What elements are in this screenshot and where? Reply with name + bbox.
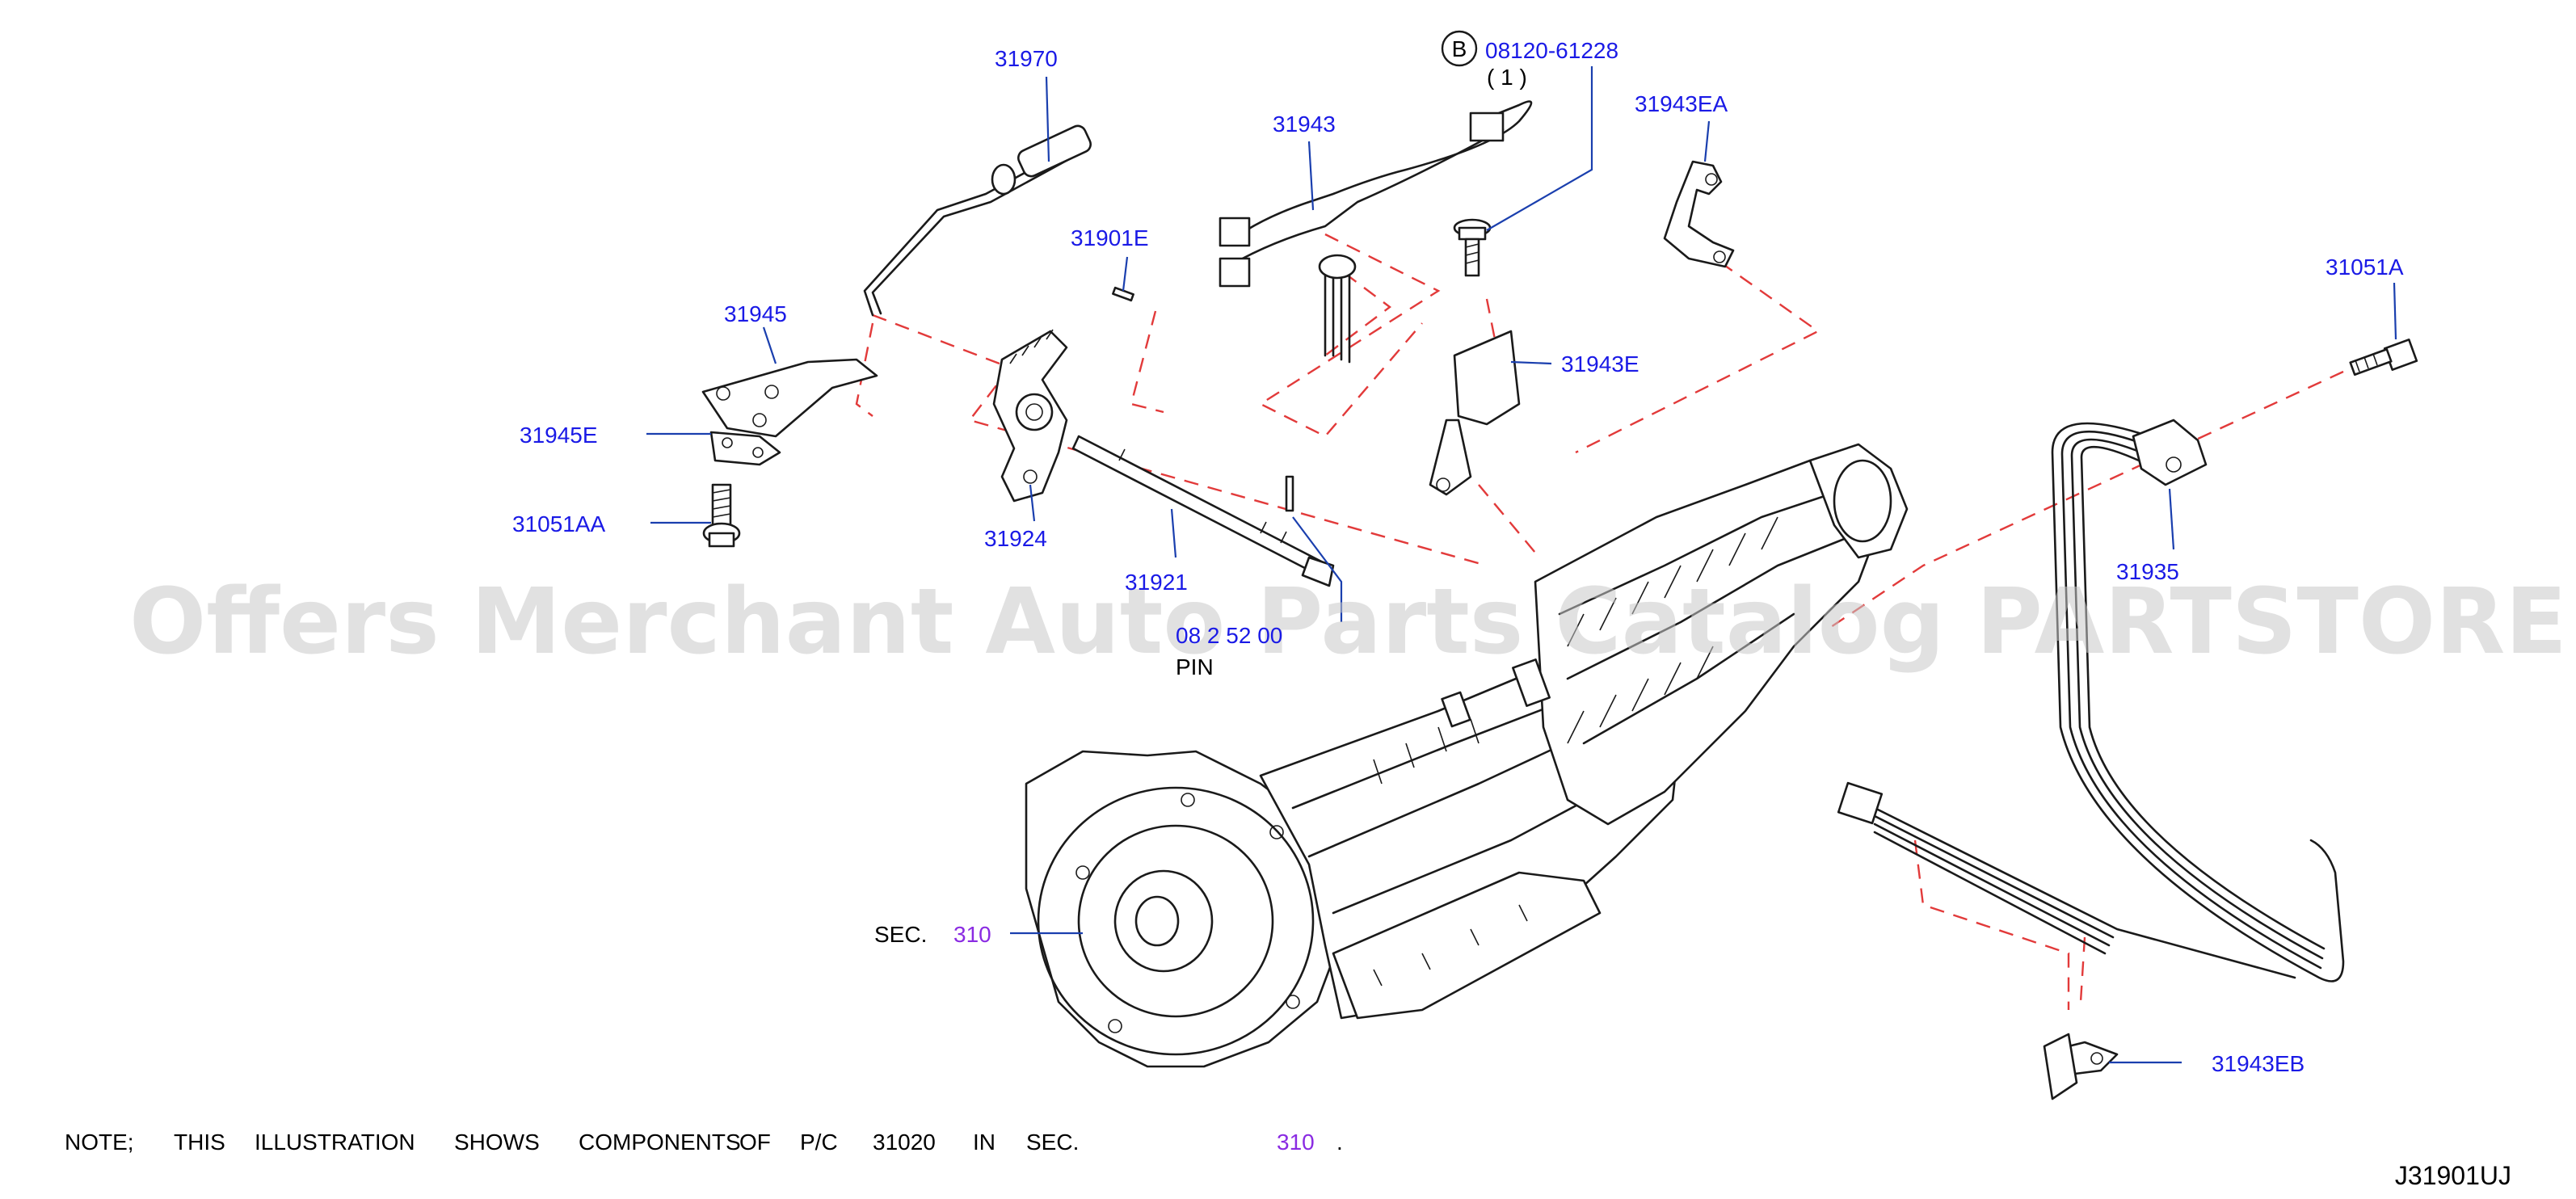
badge-letter: B bbox=[1452, 36, 1467, 61]
part-31921-shaft[interactable] bbox=[1071, 435, 1335, 587]
label-qty: ( 1 ) bbox=[1487, 65, 1527, 90]
part-31945-bracket[interactable] bbox=[701, 358, 878, 438]
transmission-assembly bbox=[1025, 443, 1909, 1068]
part-31943EA-bracket[interactable] bbox=[1663, 160, 1735, 268]
label-31943EB[interactable]: 31943EB bbox=[2212, 1051, 2305, 1076]
note-word: 31020 bbox=[873, 1130, 936, 1155]
label-31051A[interactable]: 31051A bbox=[2326, 255, 2404, 280]
part-31945E-plate[interactable] bbox=[709, 431, 781, 466]
label-31945[interactable]: 31945 bbox=[724, 301, 787, 326]
note-word: IN bbox=[973, 1130, 995, 1155]
sec-prefix: SEC. bbox=[874, 922, 927, 947]
note-word: OF bbox=[739, 1130, 771, 1155]
label-31945E[interactable]: 31945E bbox=[520, 423, 598, 448]
note-period: . bbox=[1336, 1130, 1343, 1155]
leader-lines bbox=[646, 66, 2397, 1064]
part-31901E-pin[interactable] bbox=[1112, 286, 1134, 302]
note-sec-link-310[interactable]: 310 bbox=[1277, 1130, 1315, 1155]
part-31970-rod[interactable] bbox=[863, 124, 1093, 317]
label-31921[interactable]: 31921 bbox=[1125, 570, 1188, 595]
part-bolt-08120-61228[interactable] bbox=[1453, 218, 1492, 277]
part-31051AA-bolt[interactable] bbox=[702, 483, 741, 548]
watermark: Offers Merchant Auto Parts Catalog PARTS… bbox=[129, 570, 2576, 675]
part-31943EB-clip[interactable] bbox=[2043, 1033, 2119, 1100]
label-31943EA[interactable]: 31943EA bbox=[1635, 91, 1728, 116]
part-pin[interactable] bbox=[1285, 475, 1294, 512]
part-31943-harness[interactable] bbox=[1219, 100, 1533, 364]
part-31943E-bracket[interactable] bbox=[1429, 330, 1521, 496]
label-31970[interactable]: 31970 bbox=[995, 46, 1058, 71]
part-31924-lever[interactable] bbox=[992, 329, 1068, 503]
badge-circle bbox=[1441, 30, 1478, 67]
note-word: NOTE; bbox=[65, 1130, 134, 1155]
label-31924[interactable]: 31924 bbox=[984, 526, 1047, 551]
note-word: THIS bbox=[174, 1130, 225, 1155]
sec-link-310[interactable]: 310 bbox=[953, 922, 991, 947]
label-31901E[interactable]: 31901E bbox=[1071, 225, 1149, 250]
note-line: NOTE; THIS ILLUSTRATION SHOWS COMPONENTS… bbox=[65, 1130, 1343, 1155]
part-31051A-bolt[interactable] bbox=[2349, 339, 2418, 377]
note-word: P/C bbox=[800, 1130, 838, 1155]
label-31943[interactable]: 31943 bbox=[1273, 111, 1336, 137]
label-31943E[interactable]: 31943E bbox=[1561, 351, 1639, 377]
label-pin: PIN bbox=[1176, 654, 1214, 679]
bolt-reference: B 08120-61228 ( 1 ) bbox=[1441, 30, 1618, 90]
note-word: SHOWS bbox=[454, 1130, 540, 1155]
label-31935[interactable]: 31935 bbox=[2116, 559, 2179, 584]
note-word: ILLUSTRATION bbox=[255, 1130, 415, 1155]
diagram-code: J31901UJ bbox=[2395, 1161, 2511, 1190]
label-08120-61228[interactable]: 08120-61228 bbox=[1485, 38, 1618, 63]
pin-reference: 08 2 52 00 PIN bbox=[1176, 623, 1282, 679]
note-word: COMPONENTS bbox=[579, 1130, 741, 1155]
part-31935-sensor[interactable] bbox=[1837, 419, 2345, 982]
section-reference: SEC. 310 bbox=[874, 922, 991, 947]
label-pin-number[interactable]: 08 2 52 00 bbox=[1176, 623, 1282, 648]
label-31051AA[interactable]: 31051AA bbox=[512, 511, 606, 536]
part-labels: 31970 31943 31901E 31945 31945E 31051AA … bbox=[512, 46, 2404, 1076]
note-word: SEC. bbox=[1026, 1130, 1079, 1155]
